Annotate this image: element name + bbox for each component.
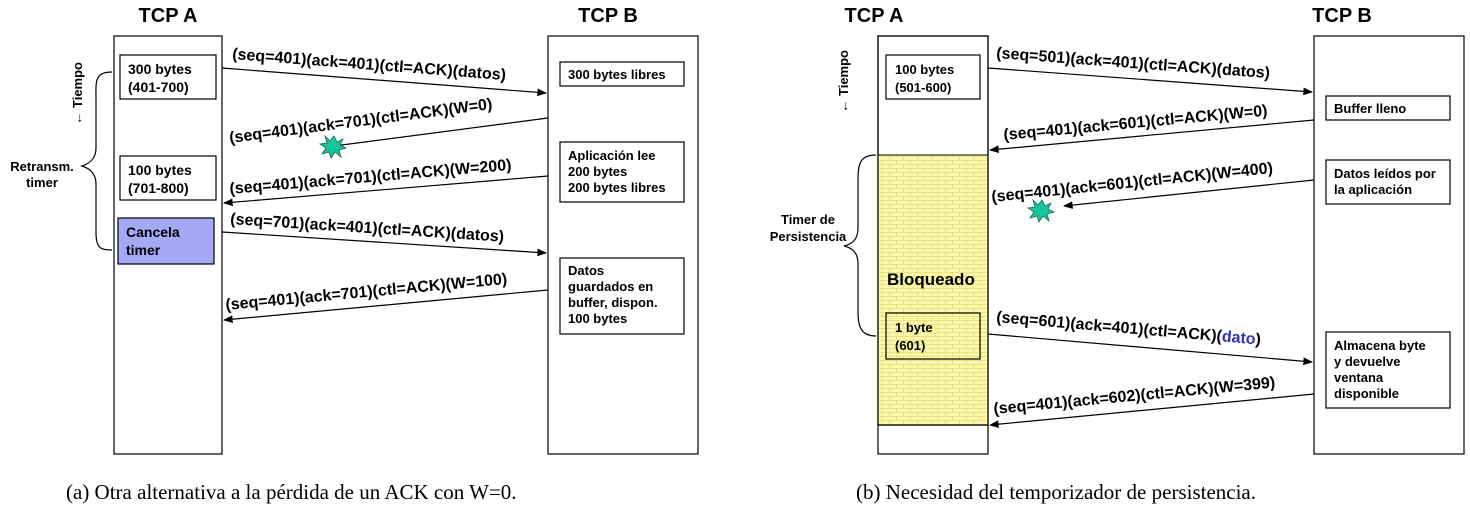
b-state-text: Datos leídos por <box>1334 166 1436 181</box>
tcp-a-title: TCP A <box>139 5 198 27</box>
segment-box-text: 100 bytes <box>895 62 954 77</box>
lost-message-arrow <box>333 117 549 147</box>
b-state-box-2 <box>1325 159 1451 205</box>
message-arrow <box>987 67 1313 96</box>
cancel-timer-box <box>117 217 215 265</box>
b-state-box-3 <box>559 257 685 335</box>
segment-box-text: 1 byte <box>895 320 933 335</box>
segment-box-100-bytes <box>885 54 981 100</box>
tcp-b-title: TCP B <box>578 5 638 27</box>
loss-star-icon <box>1026 198 1056 223</box>
message-label-suffix: ) <box>1255 331 1262 348</box>
retransmission-label-2: timer <box>26 175 58 190</box>
tcp-b-title: TCP B <box>1312 5 1372 27</box>
segment-box-text: (701-800) <box>128 180 189 196</box>
message-arrow <box>223 289 549 324</box>
tcp-b-column <box>547 35 699 455</box>
message-arrow <box>223 175 549 207</box>
message-label: (seq=401)(ack=701)(ctl=ACK)(W=200) <box>229 157 512 198</box>
b-state-box-3 <box>1325 331 1451 409</box>
blocked-label: Bloqueado <box>887 270 975 289</box>
message-label-dato: dato <box>1221 328 1256 348</box>
time-axis-label: ← Tiempo <box>70 62 85 125</box>
b-state-text: 100 bytes <box>568 311 627 326</box>
caption-a: (a) Otra alternativa a la pérdida de un … <box>66 480 517 504</box>
b-state-text: 200 bytes <box>568 164 627 179</box>
cancel-timer-text: timer <box>126 242 161 258</box>
persistence-timer-brace <box>843 154 877 337</box>
time-axis-label: ← Tiempo <box>836 50 851 113</box>
panel-b: TCP A TCP B ← Tiempo Timer de Persistenc… <box>770 5 1465 504</box>
message-label: (seq=401)(ack=401)(ctl=ACK)(datos) <box>232 46 507 84</box>
b-state-text: buffer, dispon. <box>568 295 658 310</box>
retransmission-label-1: Retransm. <box>10 159 74 174</box>
retransmission-timer-brace <box>80 71 113 251</box>
blocked-region <box>878 155 988 425</box>
segment-box-100-bytes <box>119 155 217 201</box>
message-arrow <box>1063 179 1315 209</box>
segment-box-text: (601) <box>895 338 925 353</box>
message-arrow <box>987 333 1313 366</box>
b-state-text: Aplicación lee <box>568 148 655 163</box>
message-label: (seq=601)(ack=401)(ctl=ACK)(dato) <box>996 309 1262 349</box>
message-label: (seq=401)(ack=601)(ctl=ACK)(W=0) <box>1003 103 1268 144</box>
b-state-text: Almacena byte <box>1334 338 1426 353</box>
b-state-text: 200 bytes libres <box>568 180 666 195</box>
segment-box-text: 300 bytes <box>128 61 192 77</box>
segment-box-text: 100 bytes <box>128 162 192 178</box>
b-state-text: 300 bytes libres <box>568 67 666 82</box>
message-arrow <box>989 119 1315 154</box>
b-state-box-1 <box>1325 95 1451 121</box>
b-state-text: y devuelve <box>1334 354 1401 369</box>
b-state-text: guardados en <box>568 279 653 294</box>
message-arrow <box>989 393 1315 428</box>
b-state-text: Buffer lleno <box>1334 101 1406 116</box>
persistence-label-1: Timer de <box>781 212 835 227</box>
caption-b: (b) Necesidad del temporizador de persis… <box>856 480 1256 504</box>
b-state-text: Datos <box>568 263 604 278</box>
segment-box-text: (501-600) <box>895 80 951 95</box>
panel-a: TCP A TCP B ← Tiempo Retransm. timer 300… <box>10 5 699 504</box>
b-state-box-2 <box>559 141 685 203</box>
message-arrow <box>221 67 547 97</box>
message-label: (seq=401)(ack=701)(ctl=ACK)(W=100) <box>225 271 508 314</box>
segment-box-1-byte <box>885 312 981 360</box>
cancel-timer-text: Cancela <box>126 224 180 240</box>
segment-box-300-bytes <box>119 54 217 100</box>
b-state-box-1 <box>559 61 685 87</box>
tcp-a-title: TCP A <box>845 5 904 27</box>
segment-box-text: (401-700) <box>128 79 189 95</box>
message-label: (seq=701)(ack=401)(ctl=ACK)(datos) <box>230 211 505 246</box>
message-arrow <box>221 231 547 257</box>
b-state-text: ventana <box>1334 370 1384 385</box>
message-label-prefix: (seq=601)(ack=401)(ctl=ACK)( <box>996 309 1224 345</box>
persistence-label-2: Persistencia <box>770 229 847 244</box>
loss-star-icon <box>318 134 348 159</box>
message-label: (seq=501)(ack=401)(ctl=ACK)(datos) <box>996 45 1271 82</box>
b-state-text: la aplicación <box>1334 182 1412 197</box>
tcp-a-column-outline <box>877 35 989 455</box>
message-label: (seq=401)(ack=701)(ctl=ACK)(W=0) <box>228 96 493 147</box>
b-state-text: disponible <box>1334 386 1399 401</box>
